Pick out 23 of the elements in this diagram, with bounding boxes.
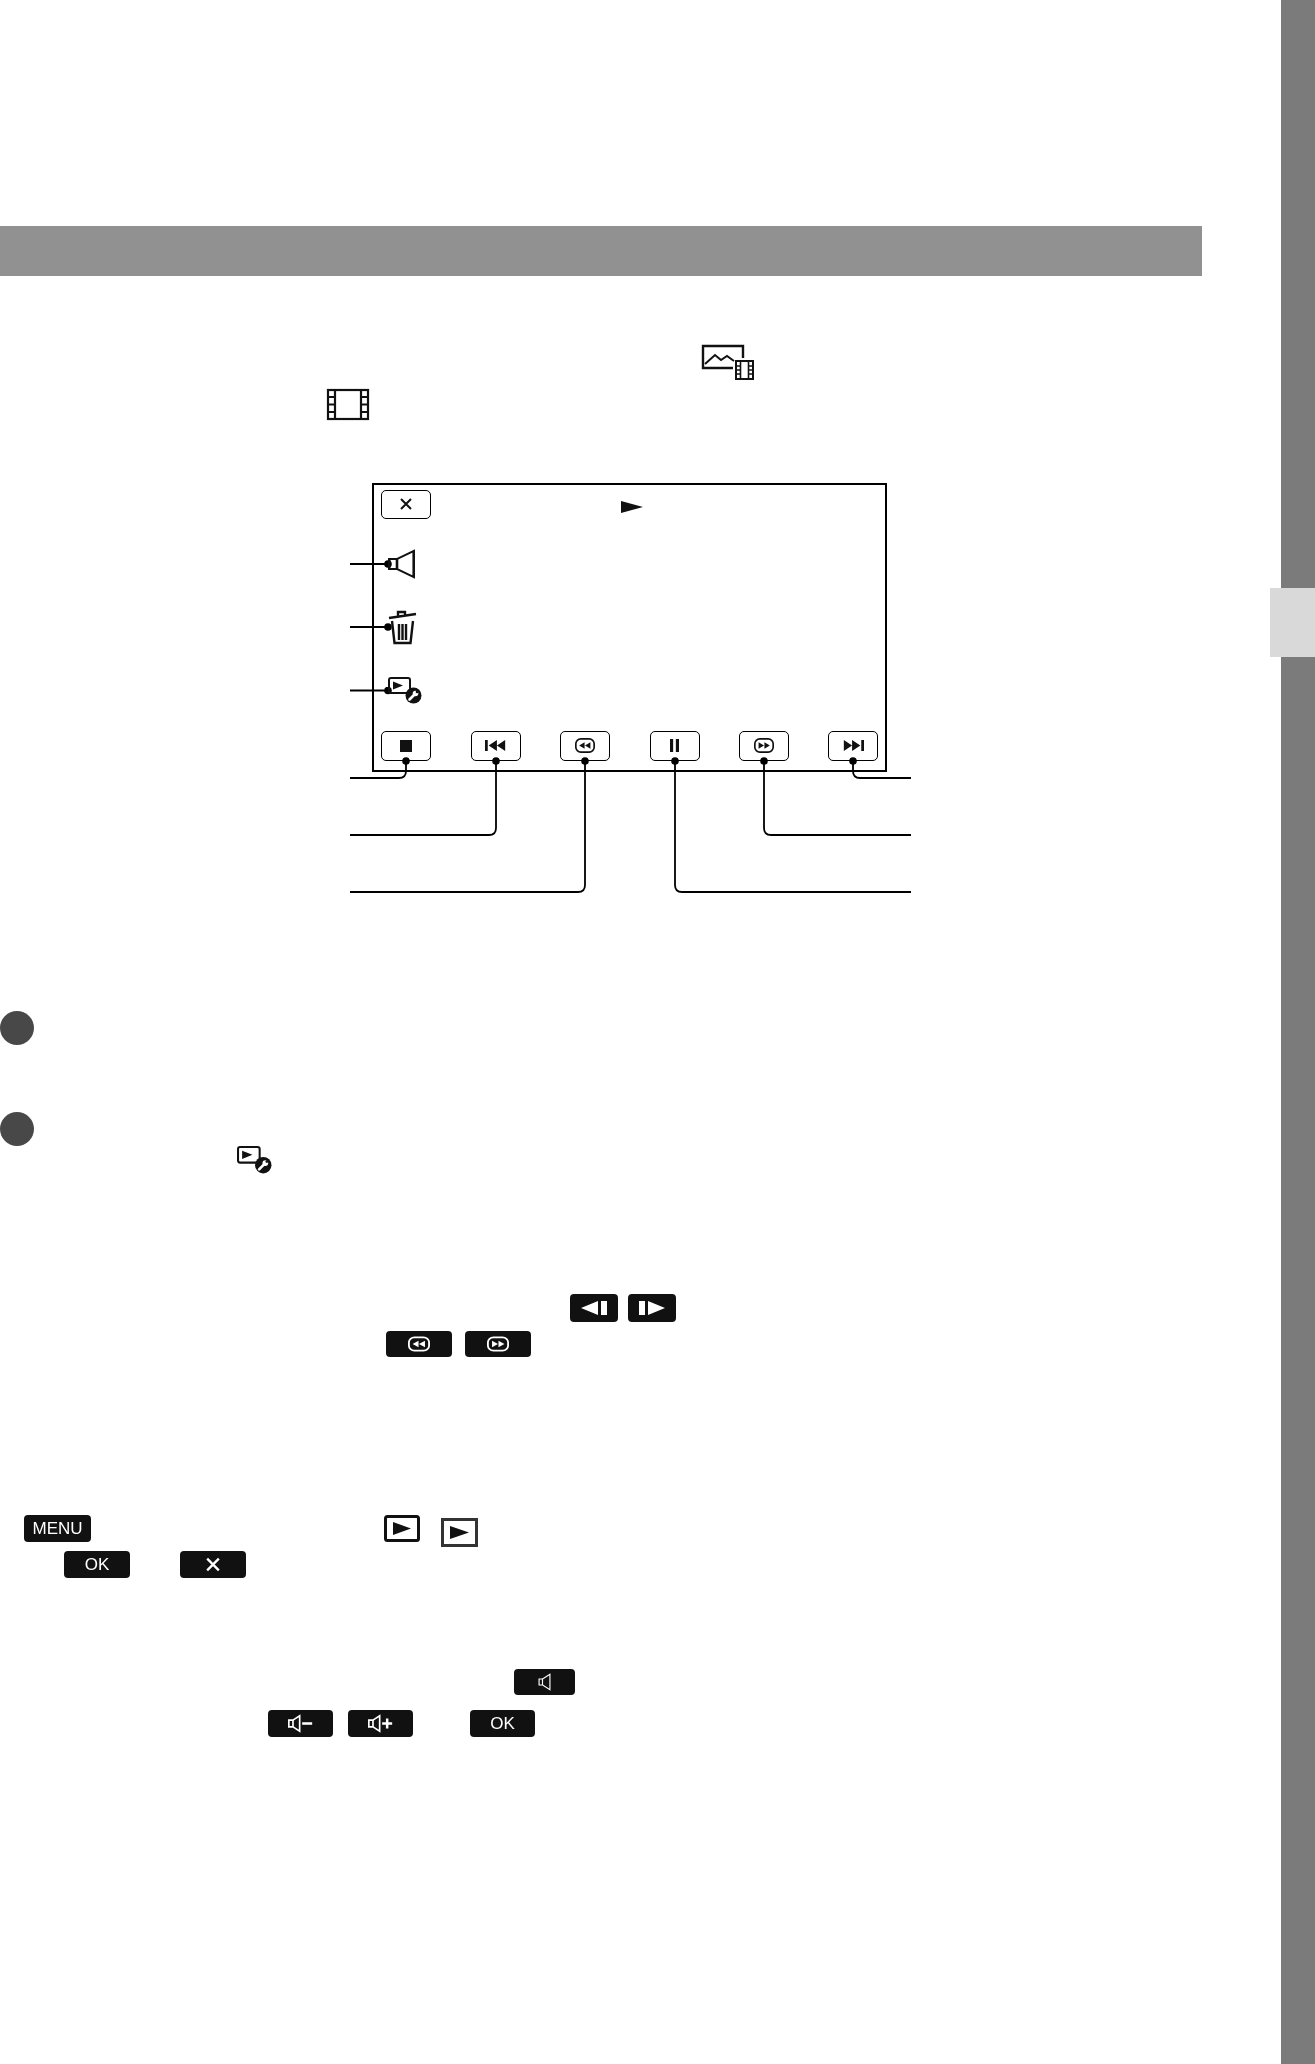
playback-settings-icon bbox=[388, 677, 422, 704]
stop-button bbox=[381, 731, 431, 761]
leader-line bbox=[349, 686, 392, 695]
leader-line bbox=[671, 757, 912, 893]
ok-button: OK bbox=[64, 1551, 130, 1578]
leader-line bbox=[349, 623, 392, 631]
leader-line bbox=[349, 757, 410, 779]
rewind-button bbox=[560, 731, 610, 761]
leader-line bbox=[760, 757, 912, 836]
screen-display bbox=[372, 483, 887, 772]
leader-line bbox=[349, 757, 589, 893]
trash-icon bbox=[388, 610, 417, 644]
leader-line bbox=[849, 757, 912, 779]
menu-button: MENU bbox=[24, 1515, 91, 1542]
fast-forward-button bbox=[739, 731, 789, 761]
pause-button bbox=[650, 731, 700, 761]
close-button bbox=[381, 490, 431, 519]
previous-button bbox=[471, 731, 521, 761]
ok-button: OK bbox=[470, 1710, 535, 1737]
leader-line bbox=[349, 560, 392, 568]
leader-line bbox=[349, 757, 500, 836]
speaker-icon bbox=[388, 549, 415, 579]
next-button bbox=[828, 731, 878, 761]
